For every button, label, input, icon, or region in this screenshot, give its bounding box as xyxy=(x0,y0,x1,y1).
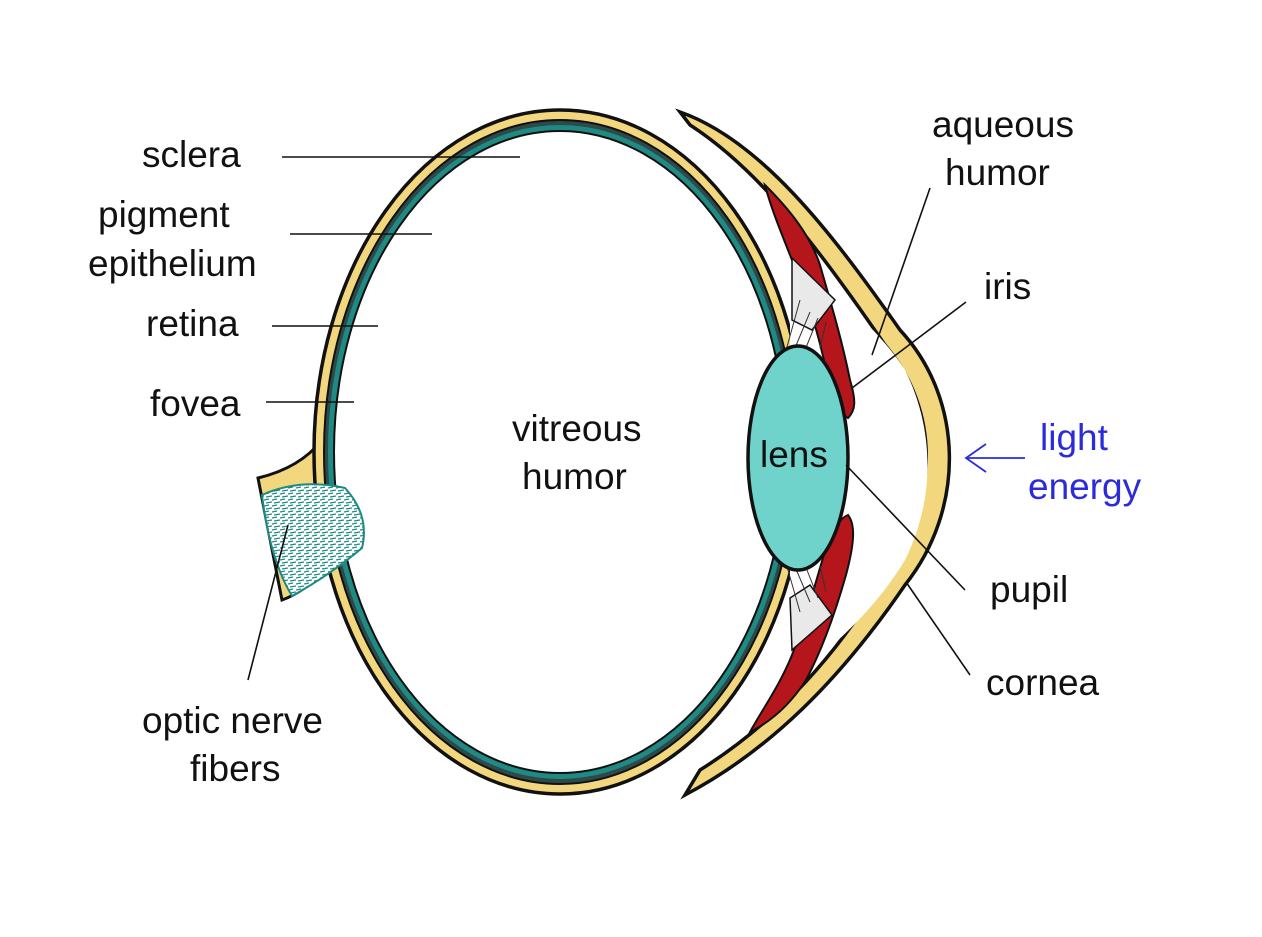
label-optic-nerve: optic nerve xyxy=(142,700,323,741)
lens-shape xyxy=(746,344,850,572)
label-fibers: fibers xyxy=(190,748,280,789)
leader-lines xyxy=(247,156,971,681)
vitreous-chamber xyxy=(333,130,787,774)
ciliary-body-lower xyxy=(789,583,834,652)
label-pigment: pigment xyxy=(98,194,230,235)
label-vitreous-humor: humor xyxy=(522,456,627,497)
ciliary-body-upper xyxy=(791,256,836,331)
aqueous-humor-leader xyxy=(871,187,931,356)
label-energy: energy xyxy=(1028,466,1142,507)
label-epithelium: epithelium xyxy=(88,243,257,284)
label-sclera: sclera xyxy=(142,134,241,175)
pupil-leader xyxy=(845,464,966,591)
label-cornea: cornea xyxy=(986,662,1100,703)
label-aqueous: aqueous xyxy=(932,104,1074,145)
label-fovea: fovea xyxy=(150,383,241,424)
optic-nerve-leader xyxy=(247,524,289,681)
light-energy-arrow xyxy=(964,443,1025,473)
label-aqueous-humor: humor xyxy=(945,152,1050,193)
label-retina: retina xyxy=(146,303,239,344)
label-pupil: pupil xyxy=(990,569,1068,610)
label-vitreous: vitreous xyxy=(512,408,642,449)
cornea-leader xyxy=(905,581,971,676)
label-lens: lens xyxy=(760,434,828,475)
label-light: light xyxy=(1040,417,1109,458)
label-iris: iris xyxy=(984,266,1031,307)
iris-leader xyxy=(851,301,967,389)
